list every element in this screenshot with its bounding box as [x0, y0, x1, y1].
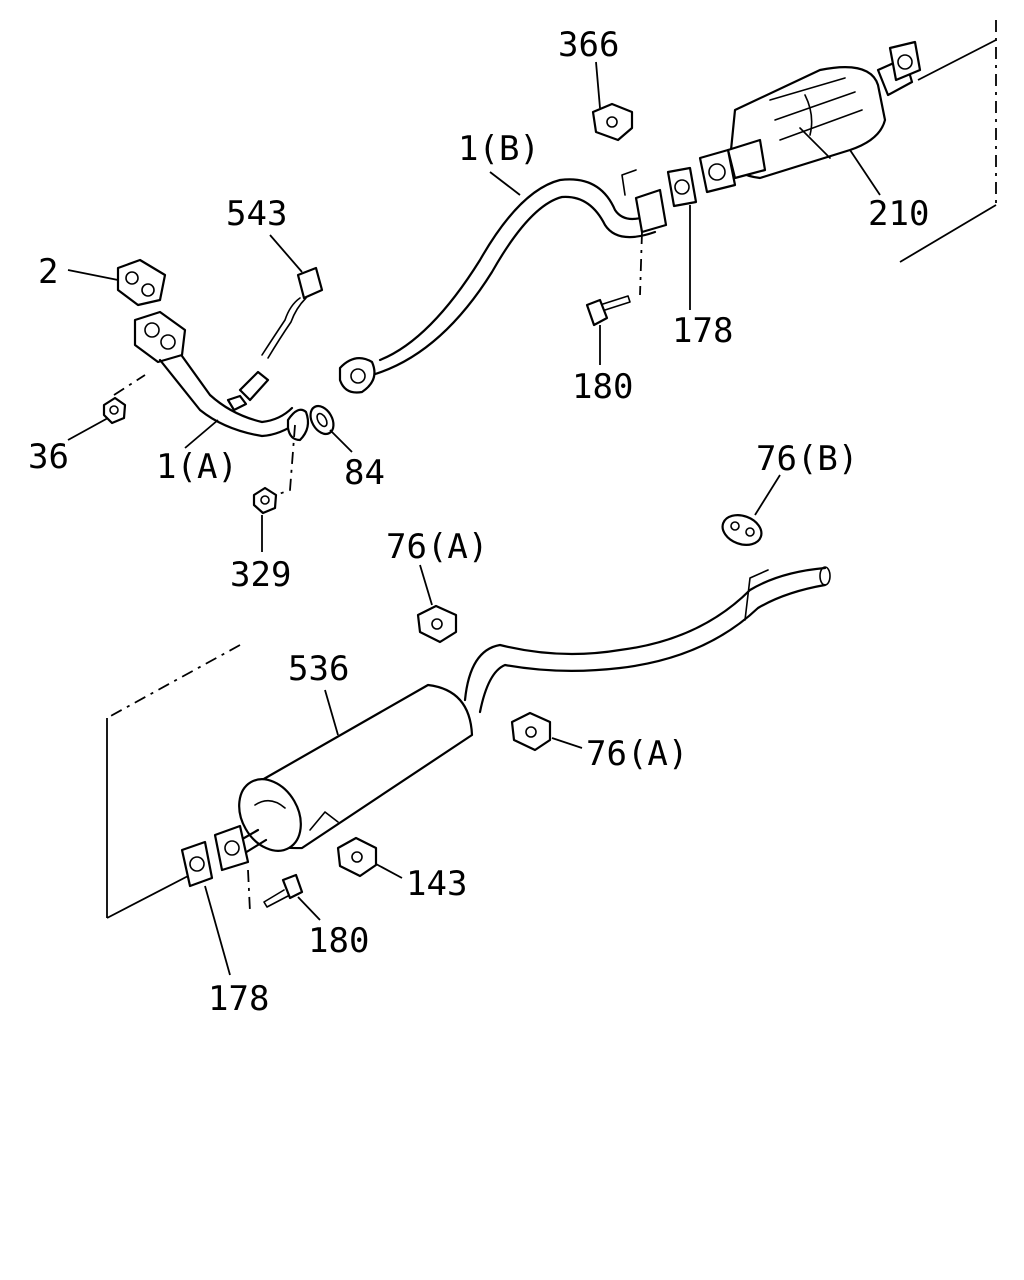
gasket-2[interactable] [116, 258, 167, 307]
callout-1a: 1(A) [156, 447, 238, 487]
leader-76a-top [419, 564, 433, 606]
leader-36 [67, 417, 109, 441]
leader-210 [849, 149, 881, 196]
callout-178-top: 178 [672, 311, 733, 351]
leader-84 [329, 429, 353, 453]
leader-76b [754, 474, 781, 516]
callout-84: 84 [344, 453, 385, 493]
catalytic-converter[interactable] [698, 40, 922, 194]
callout-76a-top: 76(A) [386, 527, 488, 567]
rubber-hanger-76a-top[interactable] [416, 604, 458, 644]
leader-366 [595, 61, 601, 109]
bolt-180-bottom[interactable] [263, 873, 304, 908]
rubber-hanger-76a-right[interactable] [510, 711, 552, 752]
gasket-178-top[interactable] [666, 166, 698, 208]
front-pipe-1a[interactable] [133, 310, 310, 442]
callout-2: 2 [38, 252, 58, 292]
dashed-line-36 [113, 374, 146, 396]
leader-1b [489, 171, 521, 196]
callout-36: 36 [28, 437, 69, 477]
callout-180-bottom: 180 [308, 921, 369, 961]
reference-frame-bottom-left [106, 644, 241, 919]
leader-178-bottom [204, 885, 231, 976]
dashed-line-180-bottom [247, 869, 251, 913]
leader-143 [375, 863, 403, 879]
dashed-line-329 [275, 424, 296, 496]
callout-1b: 1(B) [458, 129, 540, 169]
callout-76b: 76(B) [756, 439, 858, 479]
reference-frame-top-right [899, 20, 997, 263]
gasket-178-bottom[interactable] [180, 840, 214, 888]
leader-1a [184, 419, 219, 449]
nut-36[interactable] [102, 396, 127, 425]
tail-pipe[interactable] [463, 566, 831, 714]
callout-76a-right: 76(A) [586, 734, 688, 774]
leader-543 [269, 234, 303, 273]
leader-536 [324, 689, 339, 736]
leader-2 [67, 269, 119, 281]
front-pipe-1b[interactable] [338, 169, 668, 394]
nut-329[interactable] [252, 486, 278, 515]
oxygen-sensor-543[interactable] [238, 266, 324, 402]
dashed-line-180-top [639, 231, 643, 296]
callout-180-top: 180 [572, 367, 633, 407]
callout-329: 329 [230, 555, 291, 595]
callout-543: 543 [226, 194, 287, 234]
rubber-hanger-76b[interactable] [718, 510, 765, 550]
leader-76a-right [551, 737, 583, 749]
callout-366: 366 [558, 25, 619, 65]
callout-178-bottom: 178 [208, 979, 269, 1019]
rubber-hanger-143[interactable] [336, 836, 378, 878]
leader-180-bottom [297, 896, 321, 921]
callout-143: 143 [406, 864, 467, 904]
callout-210: 210 [868, 194, 929, 234]
gasket-84[interactable] [306, 402, 338, 438]
muffler-536[interactable] [213, 683, 474, 872]
callout-536: 536 [288, 649, 349, 689]
rubber-hanger-366[interactable] [591, 102, 634, 142]
bolt-180-top[interactable] [585, 295, 631, 327]
